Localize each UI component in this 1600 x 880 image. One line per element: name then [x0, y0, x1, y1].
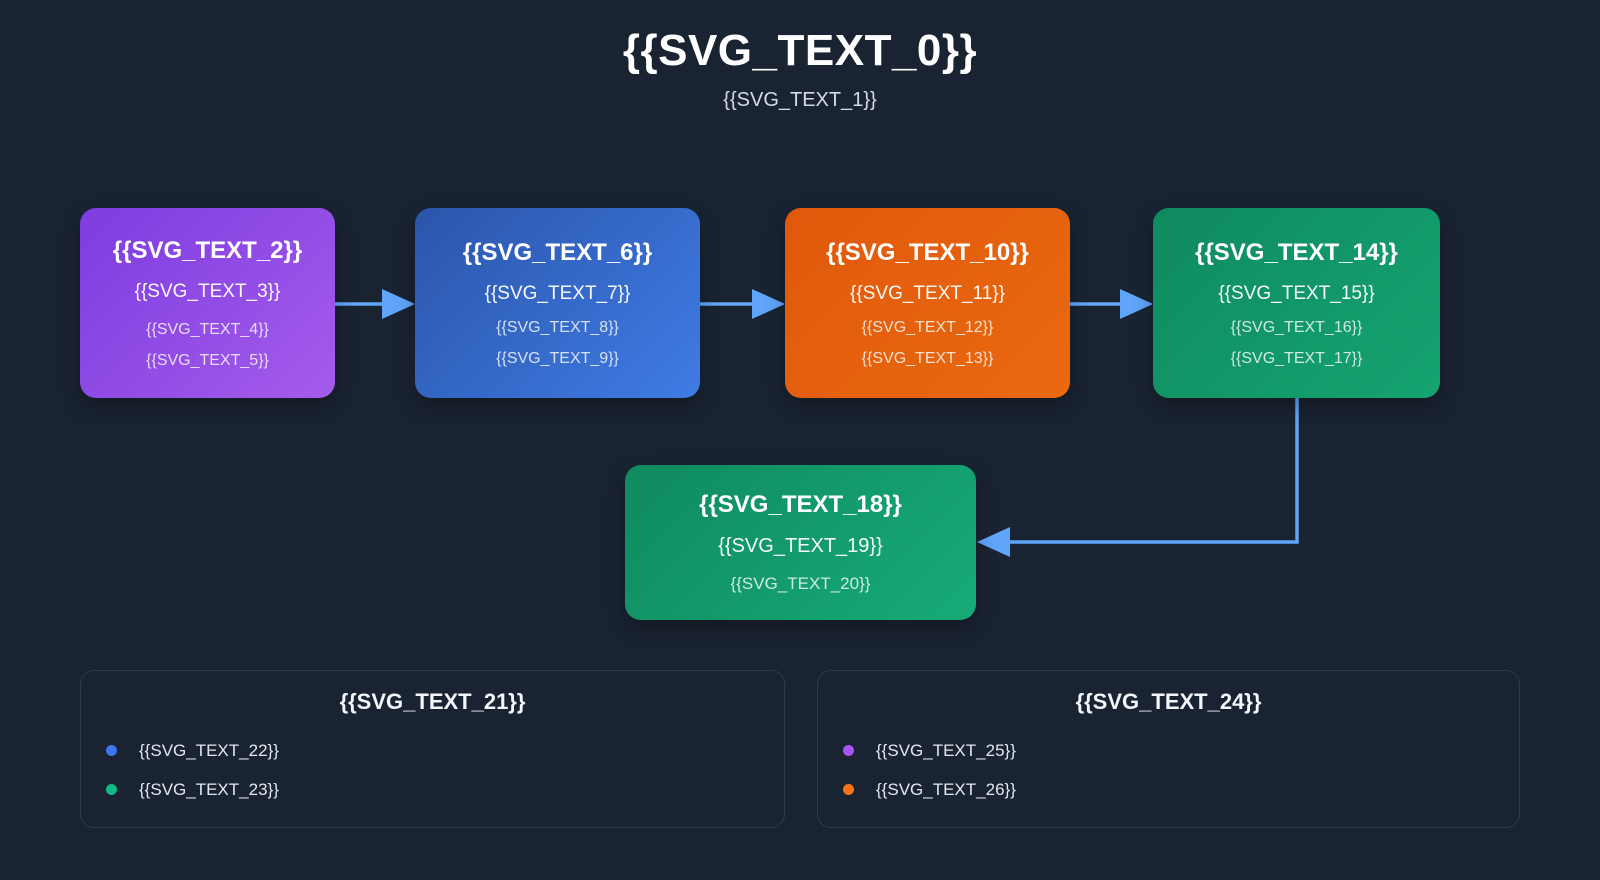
arrow-stage3-stage4 [1070, 289, 1153, 319]
node-detail: {{SVG_TEXT_17}} [1230, 349, 1363, 367]
legend-item: {{SVG_TEXT_26}} [843, 770, 1519, 809]
legend-items: {{SVG_TEXT_25}} {{SVG_TEXT_26}} [818, 731, 1519, 809]
blue-dot-icon [106, 745, 117, 756]
node-subtitle: {{SVG_TEXT_19}} [718, 535, 883, 557]
page-subtitle: {{SVG_TEXT_1}} [723, 89, 877, 111]
node-title: {{SVG_TEXT_14}} [1195, 238, 1398, 266]
flow-node-stage-4: {{SVG_TEXT_14}} {{SVG_TEXT_15}} {{SVG_TE… [1153, 208, 1440, 398]
node-detail: {{SVG_TEXT_8}} [496, 318, 619, 336]
node-title: {{SVG_TEXT_6}} [462, 238, 653, 266]
node-subtitle: {{SVG_TEXT_11}} [850, 282, 1005, 304]
node-detail: {{SVG_TEXT_9}} [496, 349, 619, 367]
node-subtitle: {{SVG_TEXT_3}} [134, 280, 281, 302]
purple-dot-icon [843, 745, 854, 756]
legend-item: {{SVG_TEXT_25}} [843, 731, 1519, 770]
legend-title: {{SVG_TEXT_24}} [1075, 689, 1262, 714]
arrow-stage2-stage3 [700, 289, 785, 319]
node-detail: {{SVG_TEXT_12}} [861, 318, 994, 336]
arrow-stage4-stage5 [977, 398, 1299, 557]
node-detail: {{SVG_TEXT_5}} [146, 351, 269, 369]
legend-item: {{SVG_TEXT_22}} [106, 731, 784, 770]
node-detail: {{SVG_TEXT_4}} [146, 320, 269, 338]
legend-item-label: {{SVG_TEXT_23}} [139, 779, 279, 799]
node-detail: {{SVG_TEXT_16}} [1230, 318, 1363, 336]
node-title: {{SVG_TEXT_10}} [826, 238, 1029, 266]
node-detail: {{SVG_TEXT_20}} [730, 574, 871, 593]
legend-panel-left: {{SVG_TEXT_21}} {{SVG_TEXT_22}} {{SVG_TE… [80, 670, 785, 828]
page-title: {{SVG_TEXT_0}} [622, 26, 978, 75]
node-title: {{SVG_TEXT_2}} [112, 236, 303, 264]
legend-item-label: {{SVG_TEXT_22}} [139, 740, 279, 760]
arrow-stage1-stage2 [335, 289, 415, 319]
flow-node-stage-3: {{SVG_TEXT_10}} {{SVG_TEXT_11}} {{SVG_TE… [785, 208, 1070, 398]
legend-item-label: {{SVG_TEXT_25}} [876, 740, 1016, 760]
node-subtitle: {{SVG_TEXT_15}} [1218, 282, 1375, 304]
legend-item: {{SVG_TEXT_23}} [106, 770, 784, 809]
legend-title: {{SVG_TEXT_21}} [339, 689, 526, 714]
diagram-header: {{SVG_TEXT_0}} {{SVG_TEXT_1}} [0, 26, 1600, 112]
flow-node-stage-2: {{SVG_TEXT_6}} {{SVG_TEXT_7}} {{SVG_TEXT… [415, 208, 700, 398]
green-dot-icon [106, 784, 117, 795]
orange-dot-icon [843, 784, 854, 795]
node-detail: {{SVG_TEXT_13}} [861, 349, 994, 367]
legend-item-label: {{SVG_TEXT_26}} [876, 779, 1016, 799]
node-subtitle: {{SVG_TEXT_7}} [484, 282, 631, 304]
legend-items: {{SVG_TEXT_22}} {{SVG_TEXT_23}} [81, 731, 784, 809]
flow-node-stage-1: {{SVG_TEXT_2}} {{SVG_TEXT_3}} {{SVG_TEXT… [80, 208, 335, 398]
node-title: {{SVG_TEXT_18}} [699, 491, 902, 518]
flow-node-stage-5: {{SVG_TEXT_18}} {{SVG_TEXT_19}} {{SVG_TE… [625, 465, 976, 620]
legend-panel-right: {{SVG_TEXT_24}} {{SVG_TEXT_25}} {{SVG_TE… [817, 670, 1520, 828]
